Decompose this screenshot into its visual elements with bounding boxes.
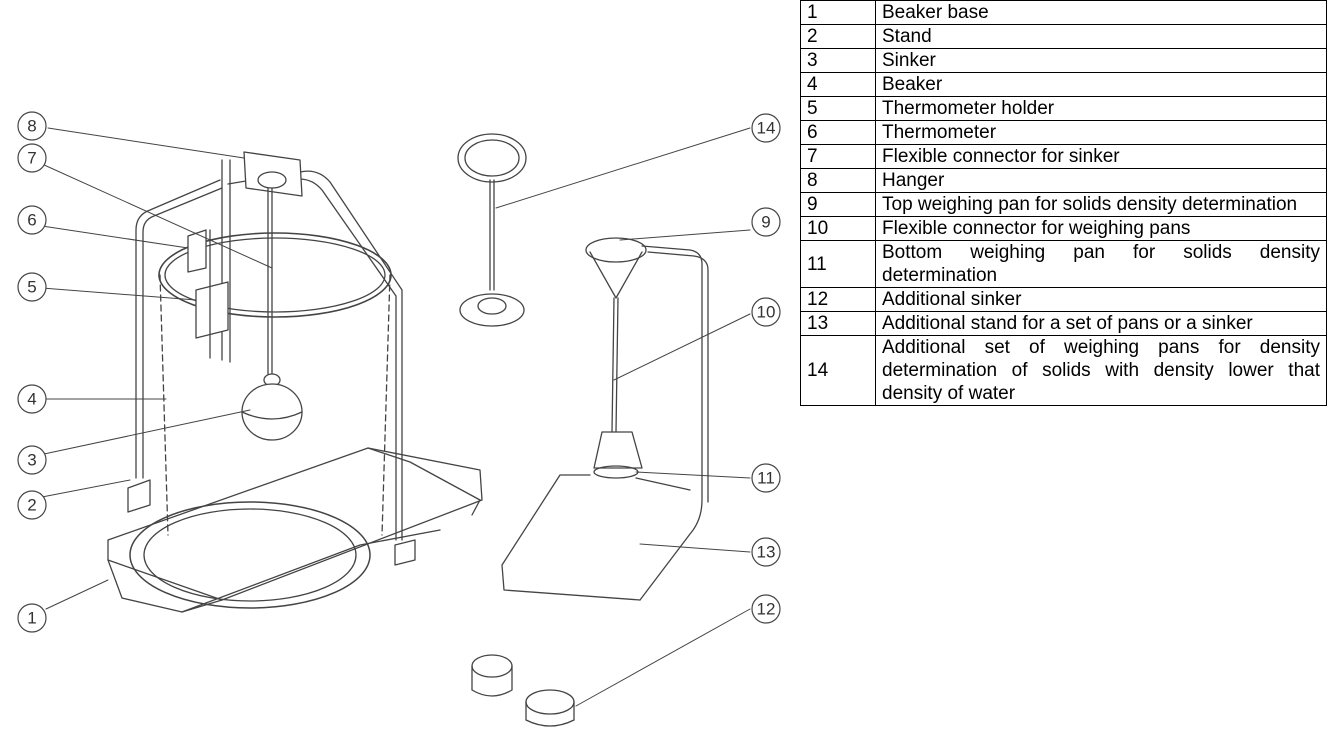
additional-pan-set-drawing [457, 133, 527, 327]
additional-sinker-drawing [471, 654, 575, 727]
legend-number: 12 [800, 287, 876, 312]
callout-label-6: 6 [27, 211, 36, 230]
legend-number: 4 [800, 72, 876, 97]
beaker-drawing [158, 232, 392, 536]
callout-5 [17, 272, 47, 302]
legend-number: 3 [800, 48, 876, 73]
legend-description: Beaker base [875, 0, 1327, 25]
callout-13 [751, 537, 781, 567]
legend-number: 6 [800, 120, 876, 145]
callout-4 [17, 384, 47, 414]
legend-description: Thermometer [875, 120, 1327, 145]
weighing-pan-set-drawing [501, 237, 709, 601]
legend-description: Stand [875, 24, 1327, 49]
legend-description: Beaker [875, 72, 1327, 97]
callout-label-10: 10 [757, 303, 776, 322]
callout-label-7: 7 [27, 149, 36, 168]
callout-label-4: 4 [27, 390, 36, 409]
legend-number: 9 [800, 192, 876, 217]
legend-number: 2 [800, 24, 876, 49]
legend-number: 13 [800, 311, 876, 336]
callout-10 [751, 297, 781, 327]
legend-description: Additional set of weighing pans for dens… [875, 335, 1327, 406]
beaker-base-drawing [107, 447, 483, 613]
callout-label-2: 2 [27, 496, 36, 515]
stand-drawing [135, 170, 403, 541]
callout-2 [17, 490, 47, 520]
legend-description: Bottom weighing pan for solids density d… [875, 240, 1327, 288]
callout-label-1: 1 [27, 609, 36, 628]
legend-description: Thermometer holder [875, 96, 1327, 121]
legend-description: Additional stand for a set of pans or a … [875, 311, 1327, 336]
callout-label-8: 8 [27, 117, 36, 136]
legend-number: 7 [800, 144, 876, 169]
legend-number: 1 [800, 0, 876, 25]
legend-number: 11 [800, 240, 876, 288]
legend-number: 5 [800, 96, 876, 121]
callout-label-3: 3 [27, 451, 36, 470]
callout-6 [17, 205, 47, 235]
callout-label-11: 11 [757, 469, 775, 488]
callout-7 [17, 143, 47, 173]
callout-label-14: 14 [757, 119, 776, 138]
legend-number: 10 [800, 216, 876, 241]
callout-8 [17, 111, 47, 141]
callout-11 [751, 463, 781, 493]
legend-description: Sinker [875, 48, 1327, 73]
legend-description: Top weighing pan for solids density dete… [875, 192, 1327, 217]
callout-9 [751, 207, 781, 237]
legend-number: 8 [800, 168, 876, 193]
callout-label-13: 13 [757, 543, 776, 562]
callout-label-5: 5 [27, 278, 36, 297]
callouts [17, 111, 781, 633]
thermometer-drawing [187, 229, 229, 359]
callout-1 [17, 603, 47, 633]
legend-description: Hanger [875, 168, 1327, 193]
callout-label-9: 9 [761, 213, 770, 232]
legend-number: 14 [800, 335, 876, 406]
sinker-drawing [241, 187, 303, 441]
legend-description: Additional sinker [875, 287, 1327, 312]
leader-lines [41, 127, 751, 707]
exploded-parts-drawing: 1 2 3 4 5 6 7 8 9 10 11 13 12 14 [17, 111, 781, 727]
legend-description: Flexible connector for sinker [875, 144, 1327, 169]
callout-label-12: 12 [757, 600, 776, 619]
callout-3 [17, 445, 47, 475]
callout-14 [751, 113, 781, 143]
callout-12 [751, 594, 781, 624]
legend-description: Flexible connector for weighing pans [875, 216, 1327, 241]
